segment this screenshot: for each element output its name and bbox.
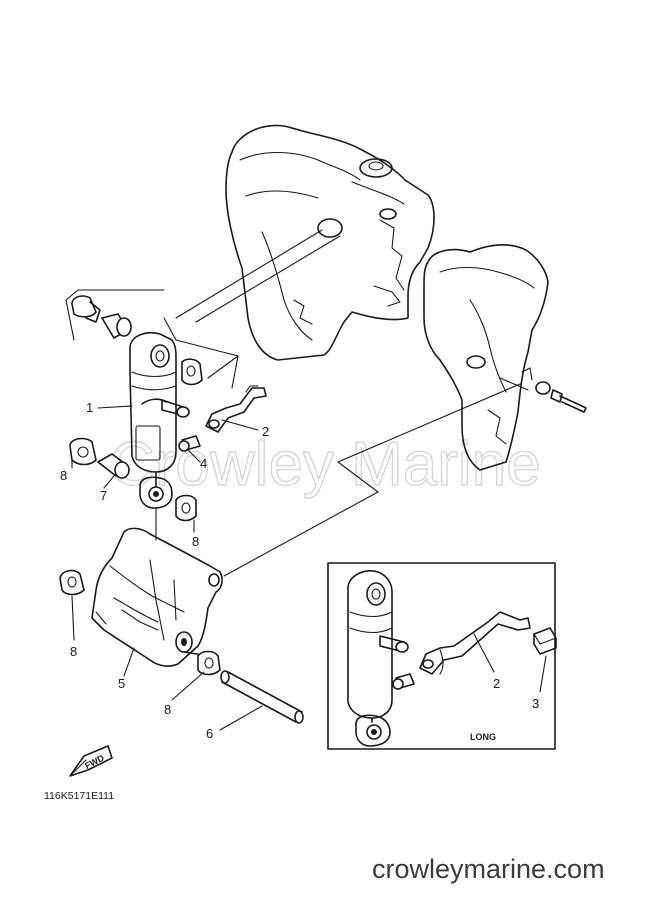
bracket-bolt (499, 377, 587, 413)
footer-url: crowleymarine.com (372, 854, 605, 884)
watermark-text: Crowley Marine (110, 430, 541, 499)
callout-7: 7 (100, 488, 107, 503)
callout-2: 2 (262, 424, 269, 439)
callout-5: 5 (118, 676, 125, 691)
callout-6: 6 (206, 726, 213, 741)
callout-8-upper-left: 8 (60, 468, 67, 483)
reference-frame-lines (65, 289, 521, 577)
callout-8-bottom: 8 (164, 702, 171, 717)
callout-1: 1 (86, 400, 93, 415)
callout-4: 4 (200, 456, 207, 471)
callout-8-right: 8 (192, 534, 199, 549)
inset-box (327, 562, 557, 750)
callout-8-lower-left: 8 (70, 644, 77, 659)
tilt-cylinder (129, 332, 190, 509)
drawing-reference: 116K5171E111 (44, 790, 114, 802)
upper-bushings (71, 295, 203, 386)
sender-bracket (178, 385, 267, 452)
tilt-pin (197, 650, 304, 724)
clamp-bracket-drawing (175, 124, 549, 471)
callout-leaders (71, 405, 263, 731)
inset-callout-2: 2 (493, 676, 500, 691)
swivel-left-bushing (59, 569, 85, 596)
lower-bushings (69, 437, 197, 541)
inset-long-label: LONG (470, 732, 496, 742)
fwd-arrow-icon (69, 745, 113, 777)
inset-callout-3: 3 (532, 696, 539, 711)
swivel-bracket (91, 527, 223, 667)
